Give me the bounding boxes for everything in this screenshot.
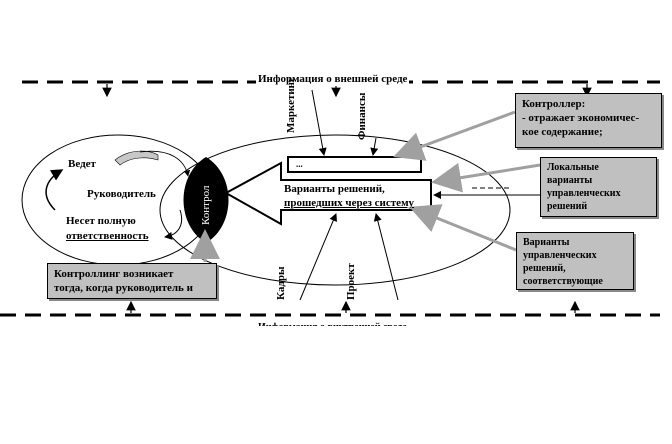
controlling-arises-callout-line: тогда, когда руководитель и xyxy=(54,282,193,294)
finance-arrow xyxy=(370,137,379,156)
control-lens xyxy=(183,157,229,243)
controller-callout-line: Контроллер: xyxy=(522,98,586,110)
main-arrow-line2: прошедших через систему xyxy=(284,197,415,209)
project-label: Проект xyxy=(345,263,357,300)
local-variants-callout: Локальные варианты управленческих решени… xyxy=(540,157,657,217)
decision-variants-callout-line: Варианты xyxy=(523,237,570,248)
controller-callout-line: - отражает экономичес- xyxy=(522,112,640,124)
top-input-box-text: ... xyxy=(296,159,303,169)
control-label: Контрол xyxy=(200,185,212,225)
decision-variants-callout-line: решений, xyxy=(523,263,566,274)
controller-callout: Контроллер: - отражает экономичес- кое с… xyxy=(515,93,662,148)
system-ellipse xyxy=(159,134,511,286)
internal-info-label: Информация о внутренней среде xyxy=(258,321,407,326)
curved-arrow-left xyxy=(45,169,64,211)
local-variants-callout-line: управленческих xyxy=(547,188,621,199)
curved-arrow-bottom xyxy=(164,209,183,240)
marketing-arrow xyxy=(311,89,327,156)
curved-arrow-right xyxy=(139,150,191,177)
main-arrow-line1: Варианты решений, xyxy=(284,183,385,195)
personnel-arrow xyxy=(299,213,337,301)
local-variants-pointer xyxy=(431,162,541,193)
local-variants-callout-line: решений xyxy=(547,201,588,212)
top-input-box xyxy=(287,156,422,173)
decision-variants-arrow xyxy=(223,161,432,226)
marketing-label: Маркетинг xyxy=(285,76,297,133)
controller-callout-line: кое содержание; xyxy=(522,126,603,138)
project-arrow xyxy=(373,213,399,301)
decision-variants-callout: Варианты управленческих решений, соответ… xyxy=(516,232,634,290)
curved-arrow-top xyxy=(114,150,159,166)
controlling-arises-callout-line: Контроллинг возникает xyxy=(54,268,174,280)
finance-label: Финансы xyxy=(356,92,368,140)
personnel-label: Кадры xyxy=(275,266,287,300)
leads-label: Ведет xyxy=(68,158,96,170)
responsibility-label-1: Несет полную xyxy=(66,215,136,227)
decision-variants-callout-line: управленческих xyxy=(523,250,597,261)
controller-pointer xyxy=(393,110,516,161)
decision-variants-callout-line: соответствующие xyxy=(523,276,603,287)
local-variants-callout-line: варианты xyxy=(547,175,593,186)
decision-variants-pointer xyxy=(409,204,517,252)
controlling-arises-callout: Контроллинг возникает тогда, когда руков… xyxy=(47,263,217,299)
local-variants-callout-line: Локальные xyxy=(547,162,599,173)
external-info-label: Информация о внешней среде xyxy=(256,73,410,86)
responsibility-label-2: ответственность xyxy=(66,230,149,242)
manager-label: Руководитель xyxy=(87,188,156,200)
